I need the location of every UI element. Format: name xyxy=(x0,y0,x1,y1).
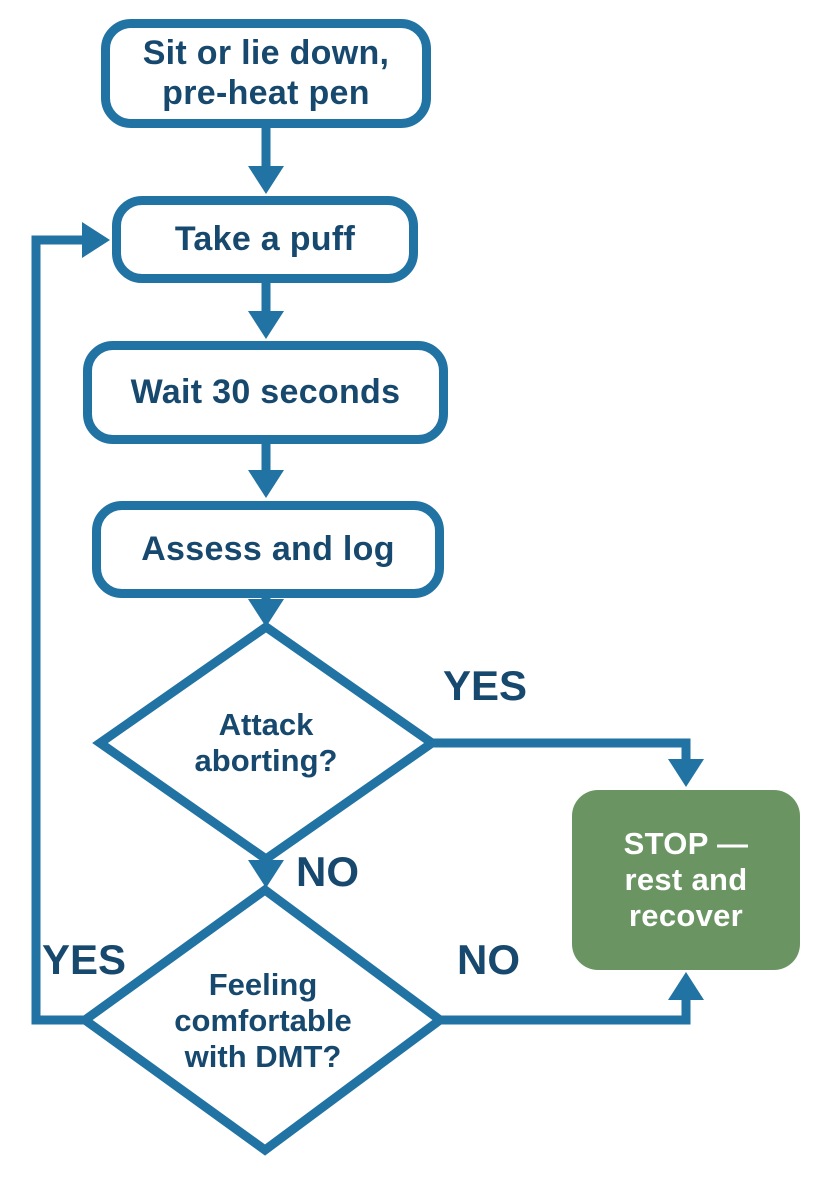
edge-comfort-yes-loop-to-puff xyxy=(31,235,85,1025)
edge-comfort-no-to-stop xyxy=(440,999,691,1025)
arrowhead-comfort-no-to-stop xyxy=(668,972,704,1000)
arrowhead-attack-no-to-comfort xyxy=(248,860,284,888)
node-attack-aborting-label: Attack aborting? xyxy=(194,707,338,778)
arrowhead-assess-to-attack xyxy=(248,599,284,627)
node-feeling-comfortable-label: Feeling comfortable with DMT? xyxy=(174,967,352,1074)
node-take-a-puff: Take a puff xyxy=(112,196,418,283)
arrowhead-puff-to-wait xyxy=(248,311,284,339)
edge-label-comfort-no: NO xyxy=(457,936,520,983)
node-wait-30-seconds: Wait 30 seconds xyxy=(83,341,448,444)
node-assess-and-log: Assess and log xyxy=(92,501,444,598)
arrowhead-start-to-puff xyxy=(248,166,284,194)
decision-feeling-comfortable-shape xyxy=(77,884,448,1156)
edge-label-attack-no: NO xyxy=(296,848,359,895)
decision-attack-aborting-shape xyxy=(92,621,440,865)
edge-label-comfort-yes: YES xyxy=(42,936,127,983)
arrowhead-wait-to-assess xyxy=(248,470,284,498)
node-stop-rest-recover: STOP — rest and recover xyxy=(572,790,800,970)
arrowhead-attack-yes-to-stop xyxy=(668,759,704,787)
edge-label-attack-yes: YES xyxy=(443,662,528,709)
node-sit-or-lie-down: Sit or lie down, pre-heat pen xyxy=(101,19,431,128)
edge-attack-yes-to-stop xyxy=(432,738,691,761)
arrowhead-comfort-yes-loop-to-puff xyxy=(82,222,110,258)
